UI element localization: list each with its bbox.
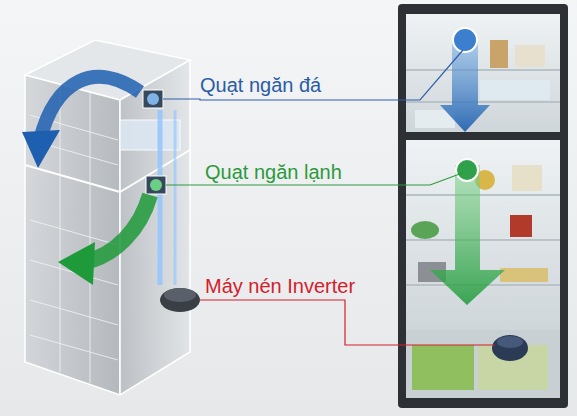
fridge-open xyxy=(398,4,568,408)
callout-label: Máy nén Inverter xyxy=(205,274,355,298)
fridge-cutaway xyxy=(22,40,200,395)
leader-line xyxy=(200,300,495,345)
callout-label: Quạt ngăn lạnh xyxy=(205,160,342,184)
callout-label: Quạt ngăn đá xyxy=(200,73,321,97)
leader-line xyxy=(163,50,463,100)
